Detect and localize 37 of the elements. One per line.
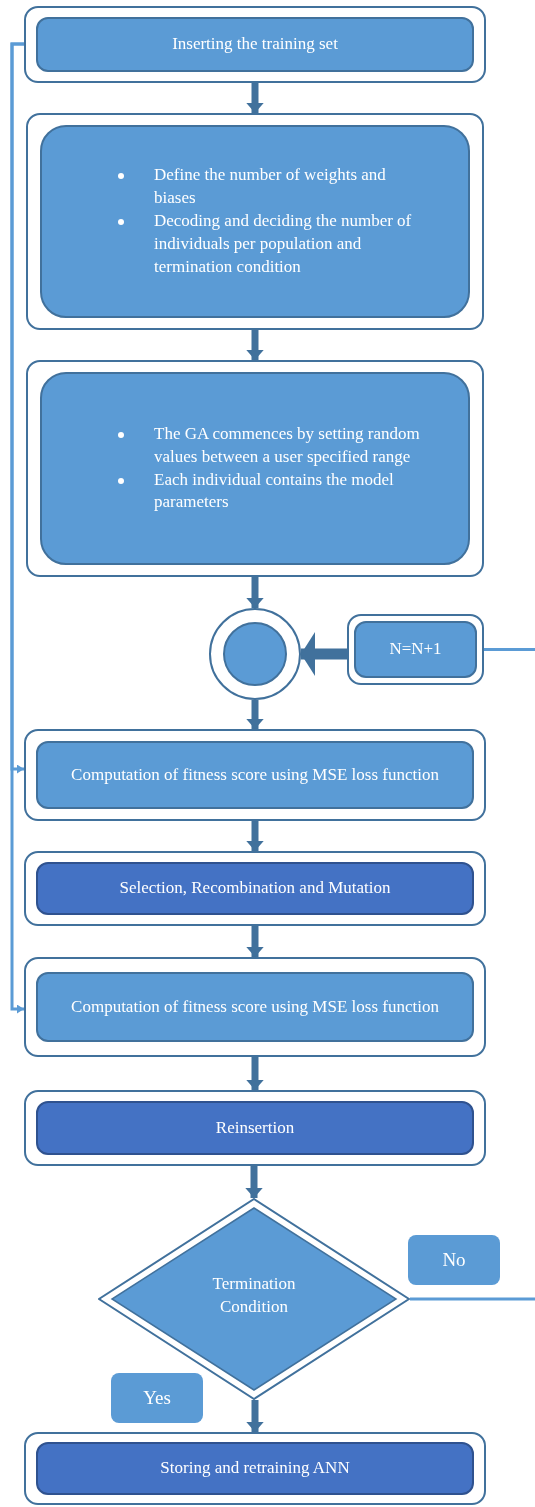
arrow: [245, 926, 265, 957]
bullet-text: The GA commences by setting random values between a user specified range: [154, 422, 421, 468]
process-frame: [26, 360, 484, 577]
bullet-text: Each individual contains the model parameters: [154, 468, 395, 514]
arrow: [245, 330, 265, 360]
process-box: Computation of fitness score using MSE loss function: [36, 741, 474, 809]
process-frame: [24, 6, 486, 83]
process-box: Computation of fitness score using MSE loss function: [36, 972, 474, 1042]
process-box: Storing and retraining ANN: [36, 1442, 474, 1495]
process-frame: [24, 957, 486, 1057]
arrow: [245, 821, 265, 851]
decision-text: Termination Condition: [211, 1273, 297, 1318]
arrow: [245, 700, 265, 729]
edge-label: No: [408, 1235, 500, 1285]
process-frame: [24, 1090, 486, 1166]
connector-line: [10, 42, 24, 1014]
process-box: Selection, Recombination and Mutation: [36, 862, 474, 915]
process-frame: [24, 729, 486, 821]
junction-circle: [209, 608, 301, 700]
process-frame: [347, 614, 484, 685]
process-box: Inserting the training set: [36, 17, 474, 72]
arrow: [245, 1057, 265, 1090]
process-box: N=N+1: [354, 621, 477, 678]
process-frame: [26, 113, 484, 330]
arrow: [301, 632, 347, 676]
process-frame: [24, 851, 486, 926]
arrow: [245, 1400, 265, 1432]
bullet-text: Define the number of weights and biases: [154, 164, 387, 210]
arrow: [245, 83, 265, 113]
connector-line: [484, 648, 535, 651]
arrow: [245, 577, 265, 608]
edge-label: Yes: [111, 1373, 203, 1423]
process-frame: [24, 1432, 486, 1505]
process-box: Reinsertion: [36, 1101, 474, 1155]
connector-line: [410, 1297, 535, 1301]
bullet-text: Decoding and deciding the number of individuals per population and termination condition: [154, 210, 413, 278]
arrow: [244, 1166, 264, 1198]
